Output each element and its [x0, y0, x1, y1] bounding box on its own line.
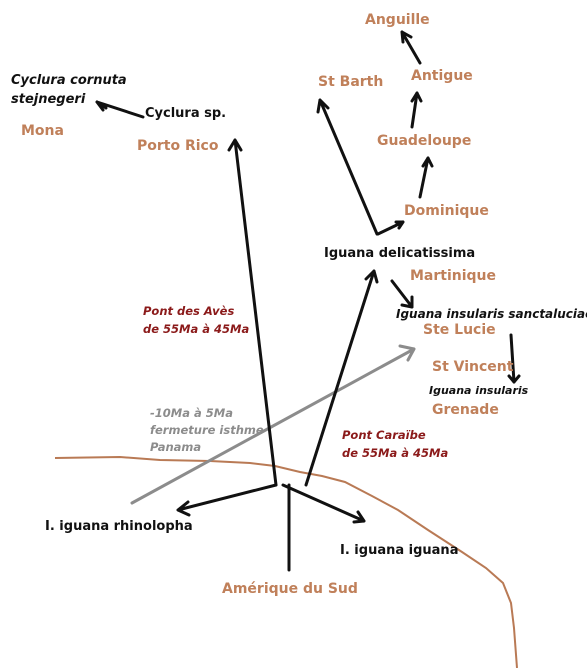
taxon-iguana-iguana: I. iguana iguana [340, 543, 459, 558]
coastline [54, 455, 518, 668]
place-martinique: Martinique [410, 268, 497, 284]
taxon-iguana-delicatissima: Iguana delicatissima [324, 246, 476, 261]
isthmus-arrow [130, 344, 416, 505]
place-antigue: Antigue [411, 68, 473, 84]
place-st-barth: St Barth [318, 74, 384, 90]
taxon-cyclura-cornuta: Cyclura cornuta stejnegeri [11, 71, 127, 109]
arrow-to-iguana-iguana [281, 483, 366, 524]
arrow-to-guadeloupe [418, 156, 434, 199]
taxon-cyclura-sp: Cyclura sp. [145, 106, 227, 121]
arrow-to-porto-rico [227, 138, 278, 487]
arrow-to-antigue [410, 91, 423, 129]
annotation-isthme-line3: Panama [150, 440, 202, 454]
annotation-pont-caraibe-line1: Pont Caraïbe [342, 428, 426, 442]
arrow-to-anguille [400, 30, 422, 65]
taxon-rhinolopha: I. iguana rhinolopha [45, 519, 193, 534]
taxon-iguana-insularis: Iguana insularis [429, 384, 529, 397]
arrow-to-martinique [304, 269, 379, 487]
arrow-to-mona [95, 100, 145, 119]
place-st-vincent: St Vincent [432, 359, 514, 375]
place-grenade: Grenade [432, 402, 499, 418]
annotation-pont-des-aves-line2: de 55Ma à 45Ma [143, 322, 250, 336]
taxon-iguana-insularis-sanctaluciae: Iguana insularis sanctaluciae [396, 307, 587, 321]
arrow-to-ste-lucie [390, 279, 414, 309]
place-dominique: Dominique [404, 203, 489, 219]
arrow-to-st-barth [316, 98, 379, 236]
place-porto-rico: Porto Rico [137, 138, 219, 154]
annotation-pont-des-aves: Pont des Avès de 55Ma à 45Ma [143, 302, 249, 338]
place-ste-lucie: Ste Lucie [423, 322, 496, 338]
place-mona: Mona [21, 123, 64, 139]
taxon-cyclura-cornuta-line2: stejnegeri [11, 92, 86, 107]
place-guadeloupe: Guadeloupe [377, 133, 472, 149]
annotation-pont-caraibe: Pont Caraïbe de 55Ma à 45Ma [342, 426, 448, 462]
arrow-to-rhinolopha [176, 483, 278, 517]
arrow-to-dominique [376, 220, 405, 236]
annotation-isthme-line2: fermeture isthme [150, 423, 264, 437]
annotation-pont-caraibe-line2: de 55Ma à 45Ma [342, 446, 449, 460]
taxon-cyclura-cornuta-line1: Cyclura cornuta [11, 73, 127, 88]
annotation-isthme-line1: -10Ma à 5Ma [150, 406, 233, 420]
annotation-pont-des-aves-line1: Pont des Avès [143, 304, 235, 318]
place-amerique-du-sud: Amérique du Sud [222, 581, 358, 597]
annotation-isthme-panama: -10Ma à 5Ma fermeture isthme Panama [150, 405, 264, 456]
place-anguille: Anguille [365, 12, 430, 28]
arrow-to-st-vincent [507, 333, 521, 384]
